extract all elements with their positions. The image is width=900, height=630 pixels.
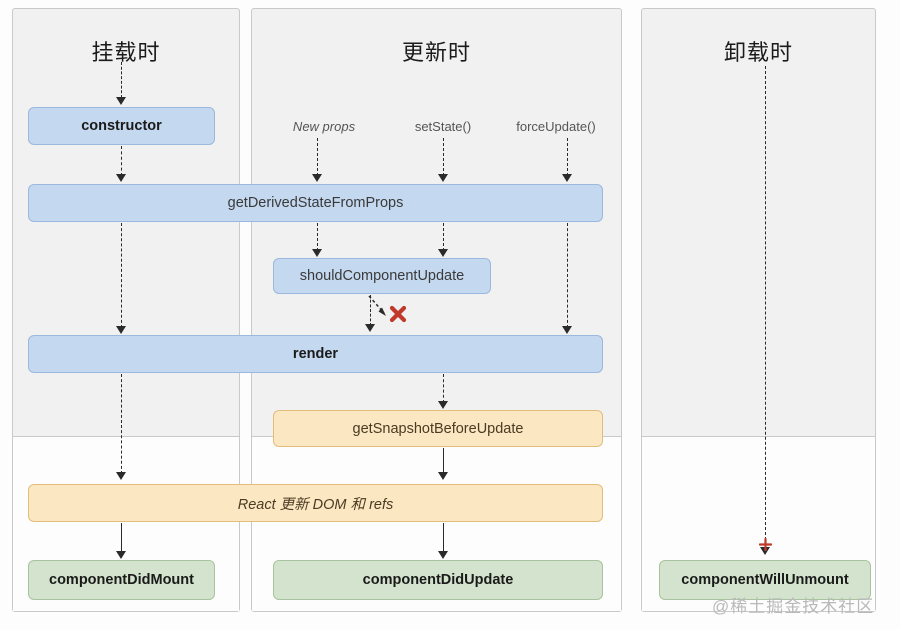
arrowhead-gdsfp-to-render-force-update [562, 326, 572, 334]
edge-scu-to-skip-render [368, 295, 386, 316]
node-should-component-update[interactable]: shouldComponentUpdate [273, 258, 491, 294]
arrowhead-react-updates-dom-to-cdu [438, 551, 448, 559]
arrowhead-render-to-react-updates-dom [116, 472, 126, 480]
arrowhead-gdsfp-to-scu-left [312, 249, 322, 257]
node-render[interactable]: render [28, 335, 603, 373]
edge-set-state-to-gdsfp [443, 138, 444, 176]
edge-unmount-start-to-cwu [765, 66, 766, 550]
edge-gdsfp-to-scu-right [443, 223, 444, 251]
edge-gsbu-to-react-updates-dom [443, 448, 444, 474]
watermark-label: @稀土掘金技术社区 [712, 597, 875, 616]
edge-gdsfp-to-render-mount [121, 223, 122, 328]
node-react-updates-dom-and-refs[interactable]: React 更新 DOM 和 refs [28, 484, 603, 522]
trigger-label-force-update: forceUpdate() [516, 119, 596, 134]
trigger-label-new-props: New props [292, 119, 356, 134]
arrowhead-force-update-to-gdsfp [562, 174, 572, 182]
arrowhead-new-props-to-gdsfp [312, 174, 322, 182]
node-get-derived-state-from-props[interactable]: getDerivedStateFromProps [28, 184, 603, 222]
arrowhead-gdsfp-to-render-mount [116, 326, 126, 334]
arrowhead-set-state-to-gdsfp [438, 174, 448, 182]
panel-unmounting-title: 卸载时 [723, 40, 793, 65]
edge-mount-start-to-constructor [121, 62, 122, 98]
edge-gdsfp-to-scu-left [317, 223, 318, 251]
node-component-did-update[interactable]: componentDidUpdate [273, 560, 603, 600]
panel-updating-title: 更新时 [401, 40, 471, 65]
edge-scu-to-render [370, 295, 371, 326]
arrowhead-gsbu-to-react-updates-dom [438, 472, 448, 480]
panel-mounting-title: 挂载时 [91, 40, 161, 65]
edge-render-to-react-updates-dom [121, 374, 122, 474]
edge-react-updates-dom-to-cdm [121, 523, 122, 553]
edge-force-update-to-gdsfp [567, 138, 568, 176]
node-constructor[interactable]: constructor [28, 107, 215, 145]
arrowhead-react-updates-dom-to-cdm [116, 551, 126, 559]
node-component-did-mount[interactable]: componentDidMount [28, 560, 215, 600]
arrowhead-render-to-gsbu [438, 401, 448, 409]
arrowhead-constructor-to-gdsfp [116, 174, 126, 182]
edge-constructor-to-gdsfp [121, 146, 122, 176]
trigger-label-set-state: setState() [414, 119, 472, 134]
node-get-snapshot-before-update[interactable]: getSnapshotBeforeUpdate [273, 410, 603, 447]
edge-react-updates-dom-to-cdu [443, 523, 444, 553]
arrowhead-gdsfp-to-scu-right [438, 249, 448, 257]
panel-unmounting: 卸载时 [641, 8, 876, 612]
arrowhead-to-constructor [116, 97, 126, 105]
edge-render-to-gsbu [443, 374, 444, 403]
skip-render-x-icon [389, 305, 407, 323]
node-component-will-unmount[interactable]: componentWillUnmount [659, 560, 871, 600]
arrowhead-unmount-to-cwu [760, 547, 770, 555]
unmount-marker-icon [759, 538, 772, 551]
edge-gdsfp-to-render-force-update [567, 223, 568, 328]
edge-new-props-to-gdsfp [317, 138, 318, 176]
arrowhead-scu-to-render [365, 324, 375, 332]
